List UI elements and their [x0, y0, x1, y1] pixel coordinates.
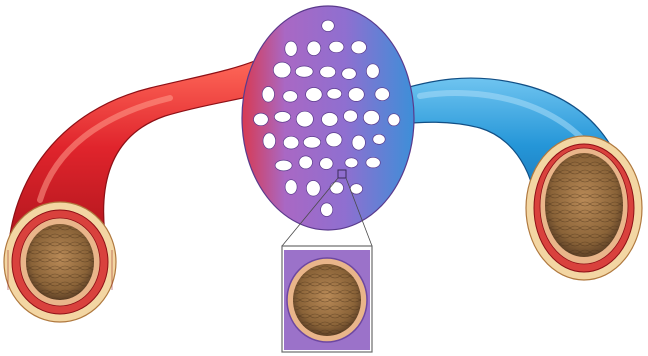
capillary-gap — [306, 88, 323, 102]
capillary-gap — [322, 20, 335, 31]
capillary-gap — [303, 137, 320, 149]
capillary-gap — [351, 41, 366, 54]
capillary-gap — [326, 133, 342, 147]
capillary-gap — [345, 158, 358, 168]
capillary-gap — [296, 111, 313, 127]
capillary-gap — [330, 182, 344, 194]
capillary-gap — [388, 114, 400, 126]
capillary-cross-section-inset — [282, 246, 372, 352]
capillary-gap — [363, 110, 379, 124]
capillary-gap — [275, 160, 292, 171]
capillary-gap — [320, 158, 333, 170]
capillary-gap — [295, 66, 313, 77]
capillary-gap — [263, 133, 276, 149]
capillary-gap — [348, 88, 364, 102]
capillary-gap — [366, 157, 380, 168]
capillary-gap — [320, 66, 336, 78]
capillary-gap — [254, 113, 269, 126]
vein-cross-section — [526, 136, 642, 280]
capillary-gap — [350, 184, 362, 194]
capillary-gap — [274, 112, 290, 123]
capillary-gap — [321, 203, 333, 217]
capillary-gap — [283, 136, 299, 149]
capillary-gap — [299, 156, 313, 169]
capillary-gap — [306, 181, 320, 197]
capillary-gap — [322, 113, 338, 127]
capillary-gap — [283, 91, 298, 102]
capillary-gap — [329, 41, 344, 52]
capillary-gap — [352, 135, 365, 150]
capillary-gap — [342, 68, 357, 79]
capillary-gap — [273, 62, 291, 78]
capillary-gap — [307, 41, 321, 56]
capillary-gap — [375, 88, 390, 101]
capillary-gap — [285, 180, 297, 195]
capillary-gap — [285, 41, 297, 56]
capillary-gap — [366, 64, 379, 79]
capillary-gap — [262, 87, 274, 103]
capillary-gap — [327, 89, 342, 100]
capillary-gap — [373, 134, 385, 144]
capillary-gap — [344, 110, 358, 122]
artery-cross-section — [4, 202, 116, 322]
